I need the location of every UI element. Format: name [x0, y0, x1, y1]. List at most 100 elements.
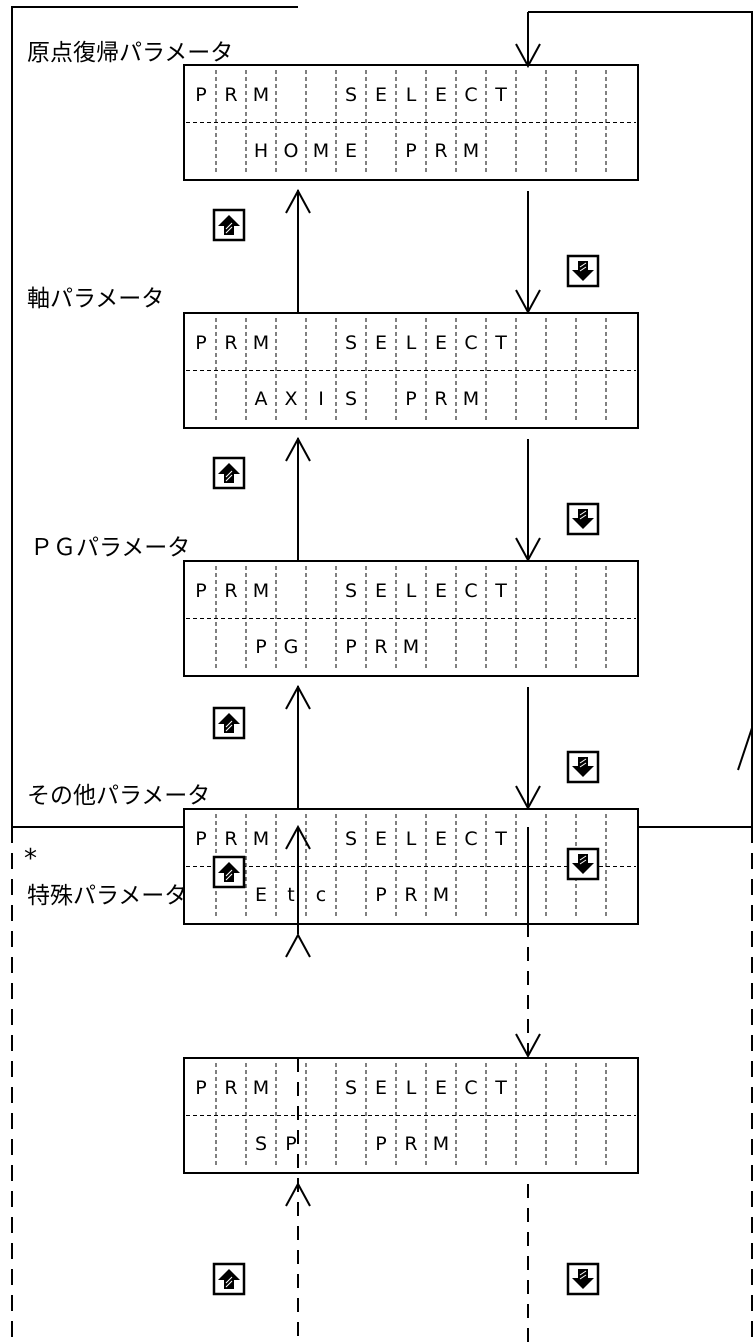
- lcd-char-cell: L: [406, 580, 417, 602]
- lcd-char-cell: L: [406, 332, 417, 354]
- lcd-char-cell: R: [404, 1133, 417, 1155]
- lcd-char-cell: A: [255, 388, 268, 410]
- lcd-char-cell: L: [406, 828, 417, 850]
- lcd-char-cell: S: [345, 828, 357, 850]
- lcd-char-cell: P: [195, 84, 206, 106]
- lcd-char-cell: M: [253, 580, 269, 602]
- lcd-char-cell: M: [253, 828, 269, 850]
- up-key-group: [212, 208, 246, 1296]
- arrowhead-up-home: [285, 188, 311, 214]
- down-key-icon[interactable]: [566, 254, 600, 288]
- lcd-char-cell: R: [434, 388, 447, 410]
- lcd-char-cell: E: [375, 332, 387, 354]
- arrowhead-down-etc: [515, 785, 541, 811]
- lcd-char-cell: G: [284, 636, 299, 658]
- down-key-icon[interactable]: [566, 750, 600, 784]
- lcd-char-cell: S: [345, 332, 357, 354]
- lcd-char-cell: M: [313, 140, 329, 162]
- lcd-char-cell: T: [494, 84, 507, 106]
- lcd-char-cell: H: [254, 140, 268, 162]
- lcd-char-cell: R: [224, 84, 237, 106]
- optional-marker: *: [24, 844, 37, 874]
- lcd-char-cell: P: [255, 636, 266, 658]
- lcd-char-cell: R: [374, 636, 387, 658]
- down-key-icon[interactable]: [566, 502, 600, 536]
- lcd-char-cell: P: [405, 140, 416, 162]
- lcd-char-cell: E: [375, 1077, 387, 1099]
- lcd-char-cell: P: [405, 388, 416, 410]
- lcd-char-cell: c: [316, 884, 326, 906]
- arrowhead-up-frame: [285, 824, 311, 850]
- lcd-char-cell: C: [464, 1077, 477, 1099]
- lcd-char-cell: L: [406, 1077, 417, 1099]
- lcd-char-cell: C: [464, 580, 477, 602]
- lcd-char-cell: X: [284, 388, 297, 410]
- lcd-char-cell: E: [375, 84, 387, 106]
- lcd-char-cell: M: [253, 1077, 269, 1099]
- lcd-char-cell: t: [287, 884, 294, 906]
- up-key-icon[interactable]: [212, 456, 246, 490]
- lcd-char-cell: R: [224, 828, 237, 850]
- down-key-icon[interactable]: [566, 847, 600, 881]
- up-key-icon[interactable]: [212, 208, 246, 242]
- lcd-char-cell: M: [463, 140, 479, 162]
- lcd-char-cell: P: [345, 636, 356, 658]
- lcd-char-cell: C: [464, 84, 477, 106]
- arrowhead-up-etc: [285, 932, 311, 958]
- lcd-char-cell: T: [494, 1077, 507, 1099]
- optional-frame: [11, 826, 753, 1343]
- lcd-char-cell: P: [195, 332, 206, 354]
- arrowhead-up-pg: [285, 684, 311, 710]
- lcd-char-cell: O: [284, 140, 299, 162]
- lcd-char-cell: E: [435, 1077, 447, 1099]
- lcd-char-cell: R: [404, 884, 417, 906]
- screen-label-home: 原点復帰パラメータ: [27, 40, 233, 66]
- lcd-char-cell: R: [224, 1077, 237, 1099]
- lcd-char-cell: S: [255, 1133, 267, 1155]
- arrowhead-down-pg: [515, 537, 541, 563]
- up-key-icon[interactable]: [212, 706, 246, 740]
- lcd-char-cell: P: [285, 1133, 296, 1155]
- lcd-char-cell: E: [435, 828, 447, 850]
- lcd-char-cell: E: [375, 828, 387, 850]
- up-key-icon[interactable]: [212, 855, 246, 889]
- lcd-char-cell: E: [375, 580, 387, 602]
- lcd-char-cell: P: [195, 1077, 206, 1099]
- lcd-char-cell: T: [494, 828, 507, 850]
- lcd-char-cell: C: [464, 828, 477, 850]
- up-key-icon[interactable]: [212, 1262, 246, 1296]
- lcd-char-cell: M: [433, 884, 449, 906]
- down-key-group: [566, 254, 600, 1296]
- optional-frame-right-arrow-icon: [737, 727, 753, 771]
- arrowhead-down-special: [515, 1033, 541, 1059]
- screen-label-pg: ＰＧパラメータ: [30, 535, 190, 561]
- lcd-char-cell: I: [318, 388, 324, 410]
- lcd-char-cell: M: [253, 332, 269, 354]
- lcd-char-cell: L: [406, 84, 417, 106]
- lcd-char-cell: M: [253, 84, 269, 106]
- lcd-char-cell: R: [224, 332, 237, 354]
- arrowhead-down-axis: [515, 289, 541, 315]
- lcd-char-cell: M: [403, 636, 419, 658]
- arrowhead-up-axis: [285, 436, 311, 462]
- lcd-char-cell: T: [494, 332, 507, 354]
- lcd-char-cell: S: [345, 1077, 357, 1099]
- lcd-char-cell: P: [195, 828, 206, 850]
- optional-frame-left: [11, 826, 298, 1343]
- down-key-icon[interactable]: [566, 1262, 600, 1296]
- lcd-char-cell: E: [435, 84, 447, 106]
- arrowhead-down-top: [515, 43, 541, 69]
- lcd-char-cell: P: [375, 1133, 386, 1155]
- lcd-char-cell: M: [463, 388, 479, 410]
- lcd-char-cell: S: [345, 84, 357, 106]
- lcd-char-cell: C: [464, 332, 477, 354]
- lcd-char-cell: R: [224, 580, 237, 602]
- lcd-char-cell: T: [494, 580, 507, 602]
- arrowhead-up-special: [285, 1181, 311, 1207]
- lcd-char-cell: S: [345, 580, 357, 602]
